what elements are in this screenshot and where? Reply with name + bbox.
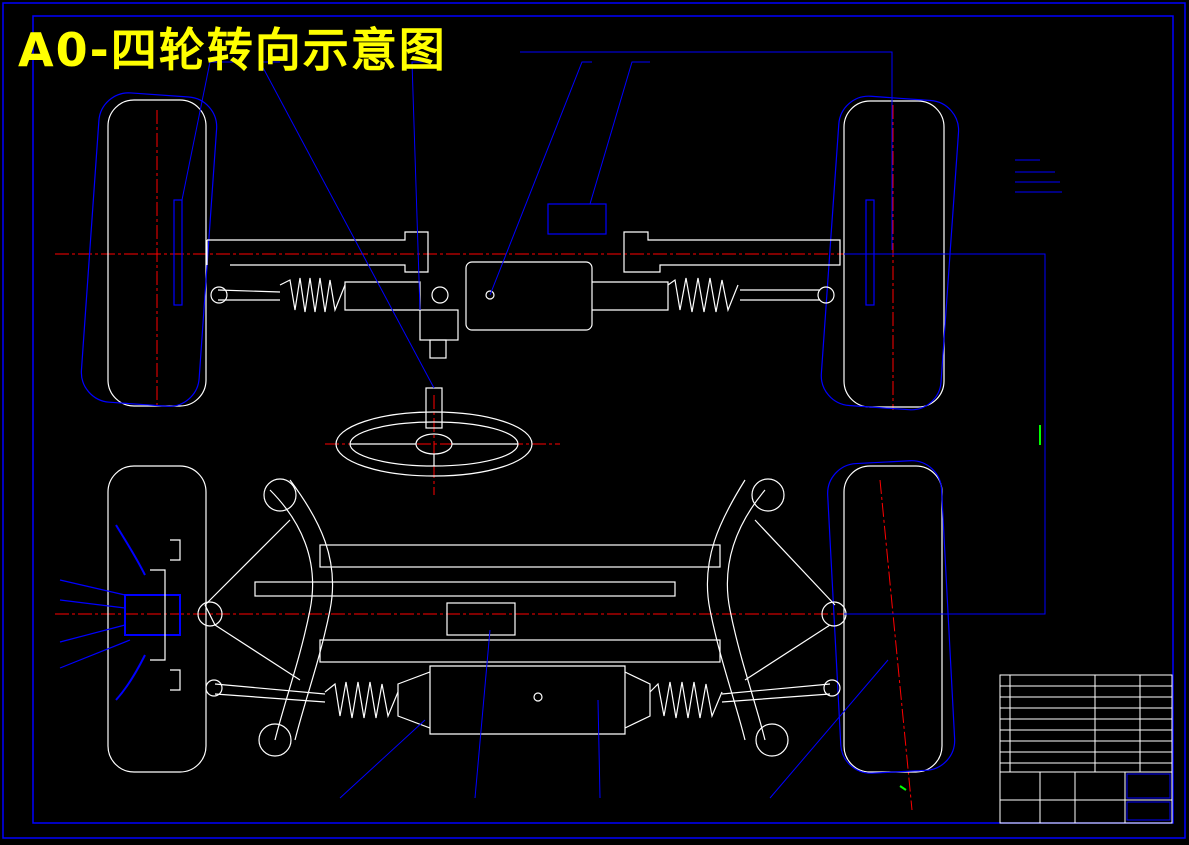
rack-port: [485, 290, 495, 300]
steering-wheel-outer: [335, 411, 533, 477]
steering-wheel-spokes: [350, 443, 518, 466]
rear-rack-housing: [397, 665, 651, 735]
leader-rear-boot: [339, 719, 426, 799]
rear-mid-crossbeam: [254, 581, 676, 597]
title-block-name-cell: [1126, 801, 1171, 821]
rack-housing: [465, 261, 593, 331]
left-ball-joint: [210, 286, 228, 304]
front-axle-beam: [207, 231, 841, 273]
leader-rear-wheel: [769, 659, 889, 799]
centerlines: [55, 105, 1000, 811]
inner-border: [32, 15, 1174, 824]
right-knuckle-arm-inner: [706, 479, 746, 741]
rack-tube-right: [592, 281, 669, 311]
front-left-tire-steered: [80, 92, 218, 407]
leader-front-left-tire: [181, 61, 240, 201]
tech-notes: [1015, 159, 1062, 193]
left-steering-boot: [279, 277, 346, 313]
leader-rear-ecu: [474, 629, 491, 799]
right-ball-joint: [817, 286, 835, 304]
right-a-arm: [744, 519, 836, 681]
right-lower-pivot: [755, 723, 789, 757]
rear-rack-port: [533, 692, 543, 702]
rear-right-ball-joint: [823, 679, 841, 697]
front-right-tire-steered: [820, 95, 960, 411]
rear-ecu-box: [446, 602, 516, 636]
pinion-housing: [419, 309, 459, 341]
right-knuckle-arm: [726, 489, 766, 741]
dimensions: [899, 425, 1041, 791]
leader-dim-vert: [844, 253, 1046, 615]
rear-left-leader-2: [59, 599, 126, 609]
rear-left-leader-1: [59, 579, 126, 596]
left-a-arm: [204, 519, 301, 681]
rear-dim-tick: [899, 785, 907, 791]
left-hub-section: [115, 524, 181, 701]
leader-dimension: [520, 51, 893, 250]
leader-pinion: [411, 61, 432, 311]
right-upper-pivot: [751, 478, 785, 512]
front-axle-assembly: [80, 92, 960, 411]
pinion-shaft: [429, 339, 447, 359]
front-left-hub: [173, 199, 183, 306]
title-block: [999, 674, 1173, 824]
rear-lower-crossbeam: [319, 639, 721, 663]
pinion-gear: [431, 286, 449, 304]
left-upper-pivot: [263, 478, 297, 512]
left-knuckle-arm-inner: [289, 479, 334, 741]
rear-right-wheel-centerline: [879, 479, 913, 811]
leader-steering-column: [259, 61, 435, 389]
rear-left-tie-rod: [214, 683, 326, 703]
rack-tube-left: [344, 281, 421, 311]
left-lower-pivot: [258, 723, 292, 757]
leader-lines: [181, 51, 1046, 799]
title-block-project-cell: [1126, 773, 1171, 799]
left-hub-flange: [150, 539, 181, 691]
front-right-hub: [865, 199, 875, 306]
rear-right-tie-rod: [721, 683, 831, 703]
rear-left-leader-3: [59, 624, 126, 643]
right-tie-rod: [740, 289, 820, 301]
leader-rack: [489, 61, 592, 296]
rear-axle-assembly: [59, 460, 956, 774]
right-steering-boot: [667, 277, 739, 313]
left-a-arm-joint: [197, 601, 223, 627]
steering-wheel: [335, 387, 533, 477]
rear-left-boot: [324, 681, 399, 719]
rear-left-tire: [107, 465, 207, 773]
left-knuckle-arm: [269, 489, 314, 741]
left-tie-rod: [217, 289, 281, 301]
drawing-title: A0-四轮转向示意图: [18, 23, 447, 77]
leader-rear-rack: [597, 699, 601, 799]
rear-upper-crossbeam: [319, 544, 721, 568]
leader-ecu: [589, 61, 650, 205]
title-block-frame: [999, 674, 1173, 824]
rear-left-ball-joint: [205, 679, 223, 697]
rear-left-leader-4: [59, 639, 131, 669]
ecu-box: [547, 203, 607, 235]
rear-right-boot: [649, 681, 723, 719]
